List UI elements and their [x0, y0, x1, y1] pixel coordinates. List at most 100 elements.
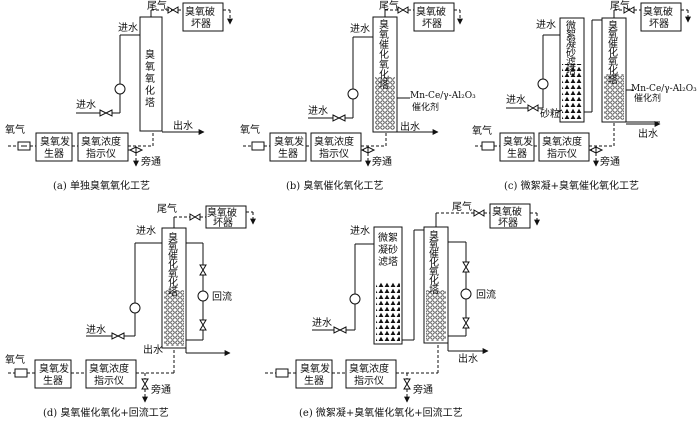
valve-icon: [473, 209, 485, 217]
valve-icon: [527, 104, 539, 112]
oxygen-label: 氧气: [5, 123, 25, 136]
tower-char: 化: [168, 258, 178, 271]
caption-d: (d) 臭氧催化氧化+回流工艺: [43, 406, 169, 419]
ozone-concentration-label-1: 臭氧浓度: [349, 362, 389, 375]
valve-icon: [111, 332, 125, 340]
valve-icon: [167, 6, 179, 14]
tower-char: 氧: [145, 72, 155, 85]
ozone-generator-label-1: 臭氧发: [274, 135, 304, 148]
ozone-destroyer-label-2: 坏器: [649, 18, 669, 30]
caption-c: (c) 微絮凝+臭氧催化氧化工艺: [504, 179, 639, 192]
tower-char: 化: [145, 84, 155, 97]
ozone-destroyer-label-2: 坏器: [213, 217, 233, 229]
flowmeter-icon: [481, 141, 495, 151]
panel-c: 氧气 臭氧发 生器 臭氧浓度 指示仪 旁通 微 絮 凝 砂 滤 塔 臭 氧 催 …: [472, 0, 697, 192]
tower-char: 塔: [168, 285, 178, 298]
tower-char: 化: [608, 46, 618, 59]
recycle-label: 回流: [476, 288, 496, 301]
tower-char: 塔: [379, 78, 389, 91]
valve-icon: [403, 378, 411, 390]
ozone-generator-label-1: 臭氧发: [503, 135, 533, 148]
tower-char: 氧: [429, 265, 439, 278]
tower-char: 氧: [379, 28, 389, 41]
ozone-concentration-label-2: 指示仪: [354, 374, 384, 387]
ozone-generator-box: [269, 132, 307, 162]
ozone-destroyer-label-2: 坏器: [191, 18, 211, 30]
tower-char: 絮: [388, 231, 398, 244]
tower-char: 滤: [378, 255, 388, 268]
tower-char: 氧: [379, 58, 389, 71]
valve-icon: [99, 109, 113, 117]
flowmeter-icon: [251, 141, 265, 151]
ozone-destroyer-box: [182, 2, 224, 32]
ozone-generator-label-2: 生器: [44, 147, 64, 160]
ozone-concentration-label-1: 臭氧浓度: [89, 362, 129, 375]
ozone-concentration-label-2: 指示仪: [94, 374, 124, 387]
water-in-label: 进水: [350, 23, 370, 35]
tower-char: 臭: [379, 18, 389, 31]
water-in-label: 进水: [350, 225, 370, 237]
tower-char: 催: [168, 249, 178, 262]
valve-icon: [199, 319, 207, 331]
tower-char: 微: [566, 19, 576, 32]
ozone-destroyer-box: [640, 2, 682, 32]
flowmeter-icon: [275, 368, 289, 378]
pump-icon: [347, 88, 359, 100]
oxygen-label: 氧气: [5, 353, 25, 366]
ozone-concentration-label-2: 指示仪: [86, 147, 116, 160]
tower-char: 氧: [168, 240, 178, 253]
tower-char: 微: [378, 231, 388, 244]
caption-b: (b) 臭氧催化氧化工艺: [286, 179, 383, 192]
ozone-destroyer-label-1: 臭氧破: [207, 206, 237, 219]
pump-icon: [349, 293, 361, 305]
tower-char: 氧: [168, 267, 178, 280]
tower-char: 化: [608, 64, 618, 77]
ozone-concentration-label-2: 指示仪: [319, 147, 349, 160]
panel-d: 氧气 臭氧发 生器 臭氧浓度 指示仪 旁通 臭 氧 催 化 氧 化 塔 进水: [5, 202, 256, 419]
tail-gas-label: 尾气: [610, 0, 630, 12]
valve-icon: [199, 264, 207, 276]
tower-char: 催: [429, 247, 439, 260]
oxygen-label: 氧气: [240, 123, 260, 136]
tower-char: 凝: [566, 38, 576, 50]
ozone-generator-label-1: 臭氧发: [300, 362, 330, 375]
catalyst-bed: [375, 77, 395, 130]
panel-b: 氧气 臭氧发 生器 臭氧浓度 指示仪 旁通 臭 氧 催 化 氧 化 塔 Mn-C…: [240, 0, 476, 192]
pump-icon: [114, 83, 126, 95]
panel-a: 氧气 臭氧发 生器 臭氧浓度 指示仪 旁通 臭 氧 氧 化 塔 进水: [5, 0, 233, 192]
panel-e: 臭氧发 生器 臭氧浓度 指示仪 旁通 微 絮 凝 砂 滤 塔 臭 氧 催 化 氧…: [265, 200, 540, 419]
pump-icon: [129, 302, 141, 314]
tower-char: 滤: [566, 55, 576, 68]
pump-icon: [460, 288, 472, 300]
valve-icon: [462, 261, 470, 273]
ozone-destroyer-label-2: 坏器: [498, 217, 518, 229]
ozone-destroyer-box: [413, 2, 455, 32]
ozone-concentration-box: [538, 132, 590, 162]
valve-icon: [333, 326, 347, 334]
tower-char: 砂: [566, 46, 576, 59]
tail-gas-label: 尾气: [452, 200, 472, 213]
tower-char: 化: [429, 256, 439, 269]
valve-icon: [397, 6, 409, 14]
water-in-label: 进水: [118, 22, 138, 34]
water-out-label: 出水: [638, 127, 658, 140]
caption-e: (e) 微絮凝+臭氧催化氧化+回流工艺: [299, 406, 463, 419]
sand-filter-bed: [562, 64, 582, 120]
bypass-label: 旁通: [600, 155, 620, 168]
tower-char: 凝: [378, 244, 388, 256]
ozone-destroyer-box: [489, 203, 531, 229]
ozone-concentration-label-1: 臭氧浓度: [314, 135, 354, 148]
water-in-label: 进水: [506, 94, 526, 106]
valve-icon: [332, 114, 346, 122]
tail-gas-label: 尾气: [157, 202, 177, 215]
tower-char: 砂: [388, 243, 398, 256]
flowmeter-icon: [14, 368, 28, 378]
tower-char: 氧: [429, 238, 439, 251]
pump-icon: [197, 290, 209, 302]
tower-char: 氧: [145, 60, 155, 73]
catalyst-bed: [426, 290, 446, 341]
ozone-generator-label-2: 生器: [304, 374, 324, 387]
water-in-label: 进水: [136, 225, 156, 237]
tower-char: 塔: [608, 73, 618, 86]
